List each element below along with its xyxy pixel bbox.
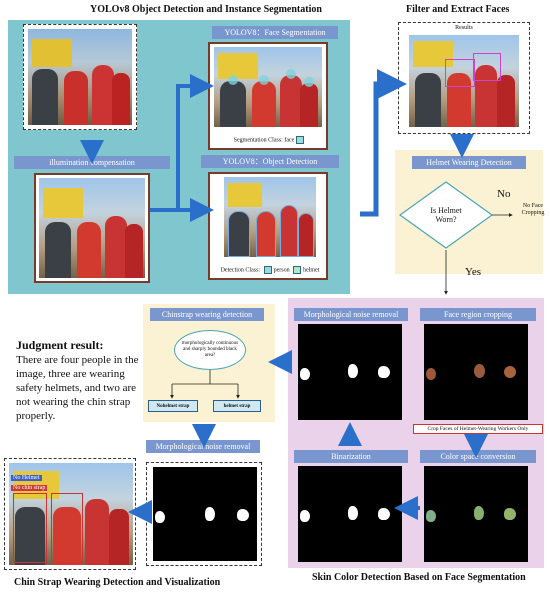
worker-figure bbox=[92, 65, 114, 125]
arrow-to-face-seg bbox=[176, 74, 214, 210]
crop-note-box: Crop Faces of Helmet-Wearing Workers Onl… bbox=[413, 424, 543, 434]
yes-label: Yes bbox=[465, 266, 482, 278]
title-filter: Filter and Extract Faces bbox=[406, 4, 510, 15]
decision-label: Is Helmet Worn? bbox=[430, 206, 462, 224]
worker-figure bbox=[64, 71, 88, 125]
det-class-label: Detection Class: person helmet bbox=[220, 266, 320, 274]
no-helmet-strap-box: Nohelmet strap bbox=[148, 400, 198, 412]
visualization-frame: No Helmet No chin strap bbox=[4, 458, 136, 570]
worker-figure bbox=[112, 73, 130, 125]
header-morph-right: Morphological noise removal bbox=[294, 308, 408, 321]
header-face-seg: YOLOV8：Face Segmentation bbox=[212, 26, 338, 39]
judgment-text: There are four people in the image, thre… bbox=[16, 354, 139, 422]
crane-structure bbox=[32, 39, 72, 67]
results-image bbox=[409, 35, 519, 127]
person-legend-swatch bbox=[263, 266, 272, 274]
face-seg-image bbox=[214, 47, 322, 127]
no-label: No bbox=[497, 188, 511, 200]
visualization-image: No Helmet No chin strap bbox=[9, 463, 133, 565]
arrow-yolo-to-results bbox=[360, 69, 407, 217]
title-skin: Skin Color Detection Based on Face Segme… bbox=[312, 572, 526, 583]
header-helmet-det: Helmet Wearing Detection bbox=[412, 156, 526, 169]
construction-scene-image bbox=[28, 29, 132, 125]
judgment-heading: Judgment result: bbox=[16, 338, 104, 352]
worker-figure bbox=[32, 69, 58, 125]
results-label: Results bbox=[455, 25, 473, 31]
obj-det-frame: Detection Class: person helmet bbox=[208, 172, 328, 280]
decision-diamond bbox=[398, 181, 494, 249]
original-image-frame bbox=[23, 24, 137, 130]
header-obj-det: YOLOV8：Object Detection bbox=[201, 155, 339, 168]
compensated-scene-image bbox=[39, 178, 145, 278]
face-crop-image bbox=[424, 324, 528, 420]
results-frame: Results bbox=[398, 22, 530, 134]
face-mask bbox=[286, 69, 296, 79]
face-mask bbox=[228, 75, 238, 85]
no-helmet-tag: No Helmet bbox=[11, 475, 42, 481]
binarization-image bbox=[298, 466, 402, 562]
header-binarization: Binarization bbox=[294, 450, 408, 463]
seg-class-label: Segmentation Class: face bbox=[218, 136, 322, 144]
face-legend-swatch bbox=[296, 136, 305, 144]
face-mask bbox=[304, 77, 314, 87]
color-space-image bbox=[424, 466, 528, 562]
illumination-image-frame bbox=[34, 173, 150, 283]
no-chin-strap-tag: No chin strap bbox=[11, 485, 48, 491]
header-chinstrap: Chinstrap wearing detection bbox=[150, 308, 264, 321]
morph-left-frame bbox=[146, 462, 262, 566]
title-chin: Chin Strap Wearing Detection and Visuali… bbox=[14, 577, 221, 588]
morph-left-image bbox=[153, 467, 257, 561]
face-mask bbox=[259, 75, 269, 85]
face-seg-frame: Segmentation Class: face bbox=[208, 42, 328, 150]
chin-question-ellipse: morphologically continuous and sharply b… bbox=[174, 330, 246, 370]
header-face-crop: Face region cropping bbox=[420, 308, 536, 321]
morph-mask-image bbox=[298, 324, 402, 420]
obj-det-image bbox=[224, 177, 316, 257]
helmet-strap-box: helmet strap bbox=[213, 400, 261, 412]
no-face-cropping-label: No Face Cropping bbox=[521, 203, 545, 216]
helmet-legend-swatch bbox=[293, 266, 302, 274]
title-yolo: YOLOv8 Object Detection and Instance Seg… bbox=[90, 4, 322, 15]
